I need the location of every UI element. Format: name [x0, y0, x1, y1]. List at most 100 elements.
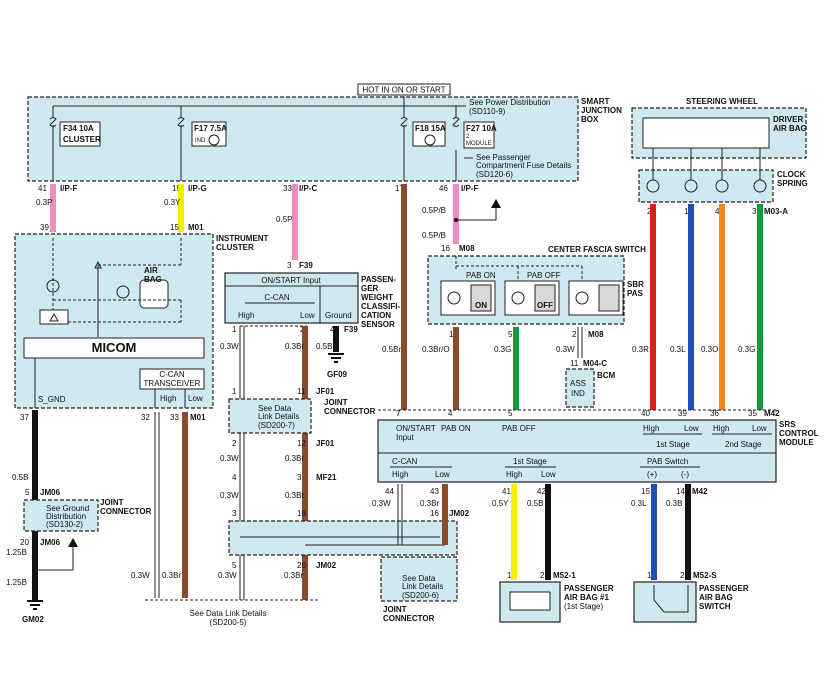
- srs-pab-on: PAB ON: [441, 424, 471, 433]
- sw-title: STEERING WHEEL: [686, 97, 758, 106]
- ic-title-2: CLUSTER: [216, 243, 254, 252]
- switch-contact-icon: [653, 585, 689, 613]
- jf01-wire-03br: 0.3Br: [285, 454, 304, 463]
- cfs-conn-m08: M08: [588, 330, 604, 339]
- jf01-pin-12: 12: [297, 439, 306, 448]
- ground-icon: [27, 600, 43, 610]
- led-icon: [46, 279, 130, 299]
- pas-pin-2: 2: [680, 571, 685, 580]
- sw-wire-03g: 0.3G: [738, 345, 755, 354]
- jm06-wire-3: 1.25B: [6, 578, 27, 587]
- fuse-f17-label: F17 7.5A: [194, 124, 227, 133]
- hot-label: HOT IN ON OR START: [362, 86, 445, 95]
- srs-pin-41: 41: [502, 487, 511, 496]
- srs-pin-7: 7: [396, 409, 401, 418]
- srs-pin-36: 36: [710, 409, 719, 418]
- jm02-pin-5: 5: [232, 561, 237, 570]
- fuse-f34-sub: CLUSTER: [63, 135, 101, 144]
- srs-high-1: High: [643, 424, 659, 433]
- jm02-conn2: JM02: [316, 561, 337, 570]
- conn-m08-top: M08: [459, 244, 475, 253]
- srs-wire-03l: 0.3L: [631, 499, 647, 508]
- srs-stage1: 1st Stage: [513, 457, 547, 466]
- srs-wire-05y: 0.5Y: [492, 499, 509, 508]
- jm02-wire-03w: 0.3W: [218, 571, 237, 580]
- srs-pin-42: 42: [537, 487, 546, 496]
- ic-high: High: [160, 394, 176, 403]
- pab1-pin-1: 1: [507, 571, 512, 580]
- bcm-ass: ASS: [570, 379, 586, 388]
- jm06-conn2: JM06: [40, 538, 61, 547]
- jf01-conn: JF01: [316, 387, 335, 396]
- cfs-off-text: OFF: [537, 301, 553, 310]
- jf01-pin-11: 11: [297, 387, 306, 396]
- micom-block: [23, 337, 205, 359]
- srs-conn-m42: M42: [764, 409, 780, 418]
- ic-airbag-1: AIR: [144, 266, 158, 275]
- pin-33: 33: [283, 184, 292, 193]
- jf01-note-3: (SD200-7): [258, 421, 295, 430]
- pws-title-5: CATION: [361, 311, 391, 320]
- pas-title-3: SWITCH: [699, 602, 731, 611]
- cs-pin-3: 3: [752, 207, 757, 216]
- ground-icon: [328, 353, 344, 363]
- note-power-1: See Power Distribution: [469, 98, 550, 107]
- srs-pin-5: 5: [508, 409, 513, 418]
- pin-41: 41: [38, 184, 47, 193]
- jf01-pin-2: 2: [232, 439, 237, 448]
- jm02-note-2: Link Details: [402, 582, 443, 591]
- fuse-f27: [463, 121, 495, 149]
- airbag-icon: [139, 279, 169, 309]
- pin-15b: 15: [170, 223, 179, 232]
- dl-footer-2: (SD200-5): [210, 618, 247, 627]
- jf01-pin-1: 1: [232, 387, 237, 396]
- pws-title-4: CLASSIFI-: [361, 302, 400, 311]
- srs-low-2: Low: [752, 424, 767, 433]
- led-icon: [447, 291, 589, 305]
- wire-label-03y: 0.3Y: [164, 198, 181, 207]
- sw-driver-1: DRIVER: [773, 115, 803, 124]
- jf01-note-2: Link Details: [258, 412, 299, 421]
- srs-control-module: [377, 419, 777, 483]
- gf09: GF09: [327, 370, 348, 379]
- pin-39: 39: [40, 223, 49, 232]
- cs-pin-1: 1: [684, 207, 689, 216]
- bcm-label: BCM: [597, 371, 616, 380]
- clock-spring: [638, 169, 774, 203]
- micom-input-block: [39, 309, 69, 325]
- conn-ipg: I/P-G: [188, 184, 207, 193]
- pws-pin-1: 1: [232, 325, 237, 334]
- cfs-pab-off: PAB OFF: [527, 271, 561, 280]
- pws-wire-05b: 0.5B: [316, 342, 332, 351]
- cluster-03w: 0.3W: [131, 571, 150, 580]
- pin-7: 7: [396, 409, 401, 418]
- jf01-title-1: JOINT: [324, 398, 348, 407]
- bcm-box: [565, 368, 595, 408]
- srs-title-3: MODULE: [779, 438, 814, 447]
- connector-arrow-icon: [491, 199, 501, 208]
- cs-conn: M03-A: [764, 207, 788, 216]
- srs-pab-switch: PAB Switch: [647, 457, 688, 466]
- conn-ipc: I/P-C: [299, 184, 317, 193]
- jm06-pin-top: 5: [25, 488, 30, 497]
- jm06-note-1: See Ground: [46, 504, 89, 513]
- pws-low: Low: [300, 311, 315, 320]
- cs-pin-4: 4: [715, 207, 720, 216]
- pws-title-2: GER: [361, 284, 379, 293]
- bcm-pin-11: 11: [570, 359, 579, 368]
- pws-ccan: C-CAN: [264, 293, 290, 302]
- hot-label-box: [357, 83, 451, 96]
- jf01-wire-03w: 0.3W: [220, 454, 239, 463]
- jf01-note-1: See Data: [258, 404, 292, 413]
- pin-33b: 33: [170, 413, 179, 422]
- srs-pin-35: 35: [748, 409, 757, 418]
- jm06-pin-bottom: 20: [20, 538, 29, 547]
- srs-plus: (+): [647, 470, 657, 479]
- jm06-note-2: Distribution: [46, 512, 86, 521]
- note-pass-1: See Passenger: [476, 153, 531, 162]
- pin-32: 32: [141, 413, 150, 422]
- ic-low: Low: [188, 394, 203, 403]
- wire-label-03p: 0.3P: [36, 198, 52, 207]
- sjb-title-2: JUNCTION: [581, 106, 622, 115]
- transceiver-2: TRANSCEIVER: [144, 379, 201, 388]
